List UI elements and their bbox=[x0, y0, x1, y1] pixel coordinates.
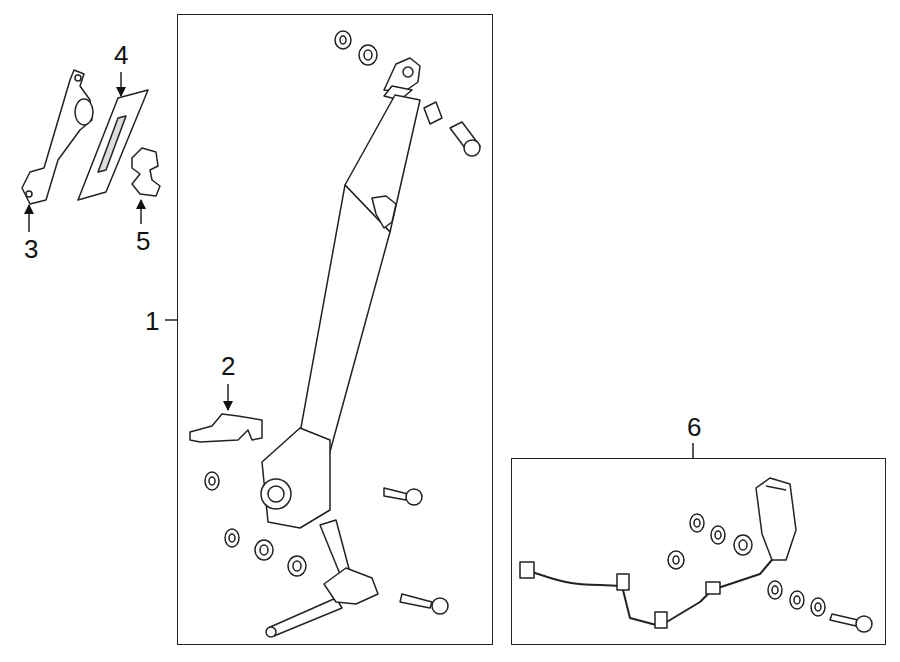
parts-frame: 6 bbox=[511, 458, 886, 645]
buckle-assembly bbox=[520, 478, 872, 632]
leader-line bbox=[692, 443, 694, 458]
callout-number: 6 bbox=[687, 412, 701, 442]
callout-number: 4 bbox=[114, 40, 128, 70]
leader-line bbox=[165, 319, 177, 321]
leader-arrow bbox=[140, 200, 142, 224]
leader-arrow bbox=[28, 205, 30, 232]
callout-number: 5 bbox=[136, 226, 150, 256]
callout-number: 3 bbox=[24, 234, 38, 264]
bracket bbox=[22, 70, 93, 204]
callout-number: 2 bbox=[221, 351, 235, 381]
parts-frame: 1 bbox=[177, 14, 493, 645]
leader-arrow bbox=[120, 72, 122, 96]
leader-arrow bbox=[227, 384, 229, 410]
clip bbox=[190, 414, 262, 442]
callout-number: 1 bbox=[145, 306, 159, 336]
clip bbox=[132, 148, 160, 196]
seat-belt-assembly bbox=[205, 31, 480, 637]
